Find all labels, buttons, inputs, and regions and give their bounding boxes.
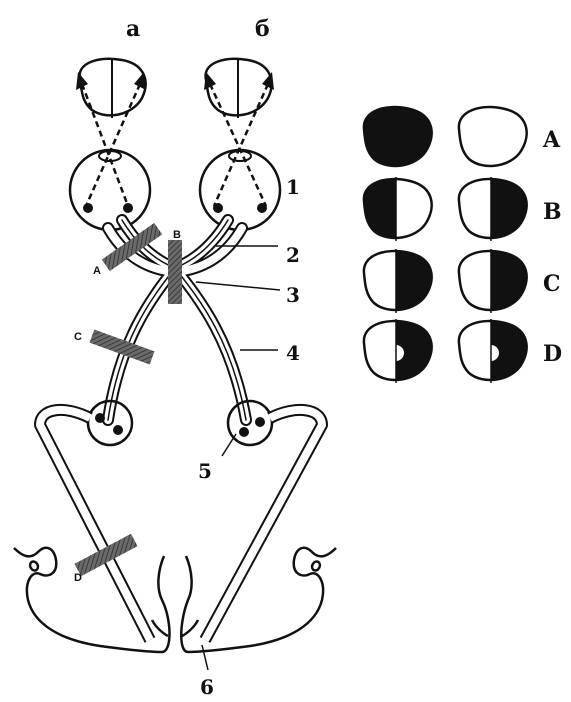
right-eye-label: б <box>255 16 270 42</box>
field-c-right-eye <box>459 243 531 323</box>
field-d-left-eye <box>364 313 436 393</box>
number-5: 5 <box>198 459 212 483</box>
lesion-bar-b <box>168 240 182 304</box>
field-row-label-d: D <box>543 341 562 367</box>
lesion-label-d: D <box>74 572 82 584</box>
number-1: 1 <box>286 175 300 199</box>
field-b-right-eye <box>459 171 531 251</box>
field-row-label-a: A <box>542 127 561 153</box>
number-4: 4 <box>286 341 300 365</box>
field-d-right-eye <box>459 313 531 393</box>
occipital-cortex <box>14 548 336 652</box>
number-6: 6 <box>200 675 214 699</box>
field-a-right-eye <box>459 107 527 166</box>
right-visual-field-outline <box>206 58 272 118</box>
left-eye-label: а <box>126 16 140 42</box>
optic-radiations <box>40 410 322 640</box>
lesion-bar-d <box>74 534 137 576</box>
lesion-label-c: C <box>74 331 82 343</box>
number-2: 2 <box>286 243 300 267</box>
left-visual-field-outline <box>80 58 146 118</box>
lesion-label-a: A <box>93 265 101 277</box>
lesion-label-b: B <box>173 229 181 241</box>
field-c-left-eye <box>364 243 436 323</box>
projection-lines <box>82 84 268 206</box>
number-3: 3 <box>286 283 300 307</box>
left-eyeball <box>70 150 150 230</box>
visual-field-key: A B C D <box>356 99 562 393</box>
field-b-left-eye <box>356 171 432 251</box>
field-a-left-eye <box>356 99 436 179</box>
field-row-label-b: B <box>543 199 562 225</box>
projection-arrowheads <box>76 72 274 90</box>
right-eyeball <box>200 150 280 230</box>
field-row-label-c: C <box>543 271 561 297</box>
